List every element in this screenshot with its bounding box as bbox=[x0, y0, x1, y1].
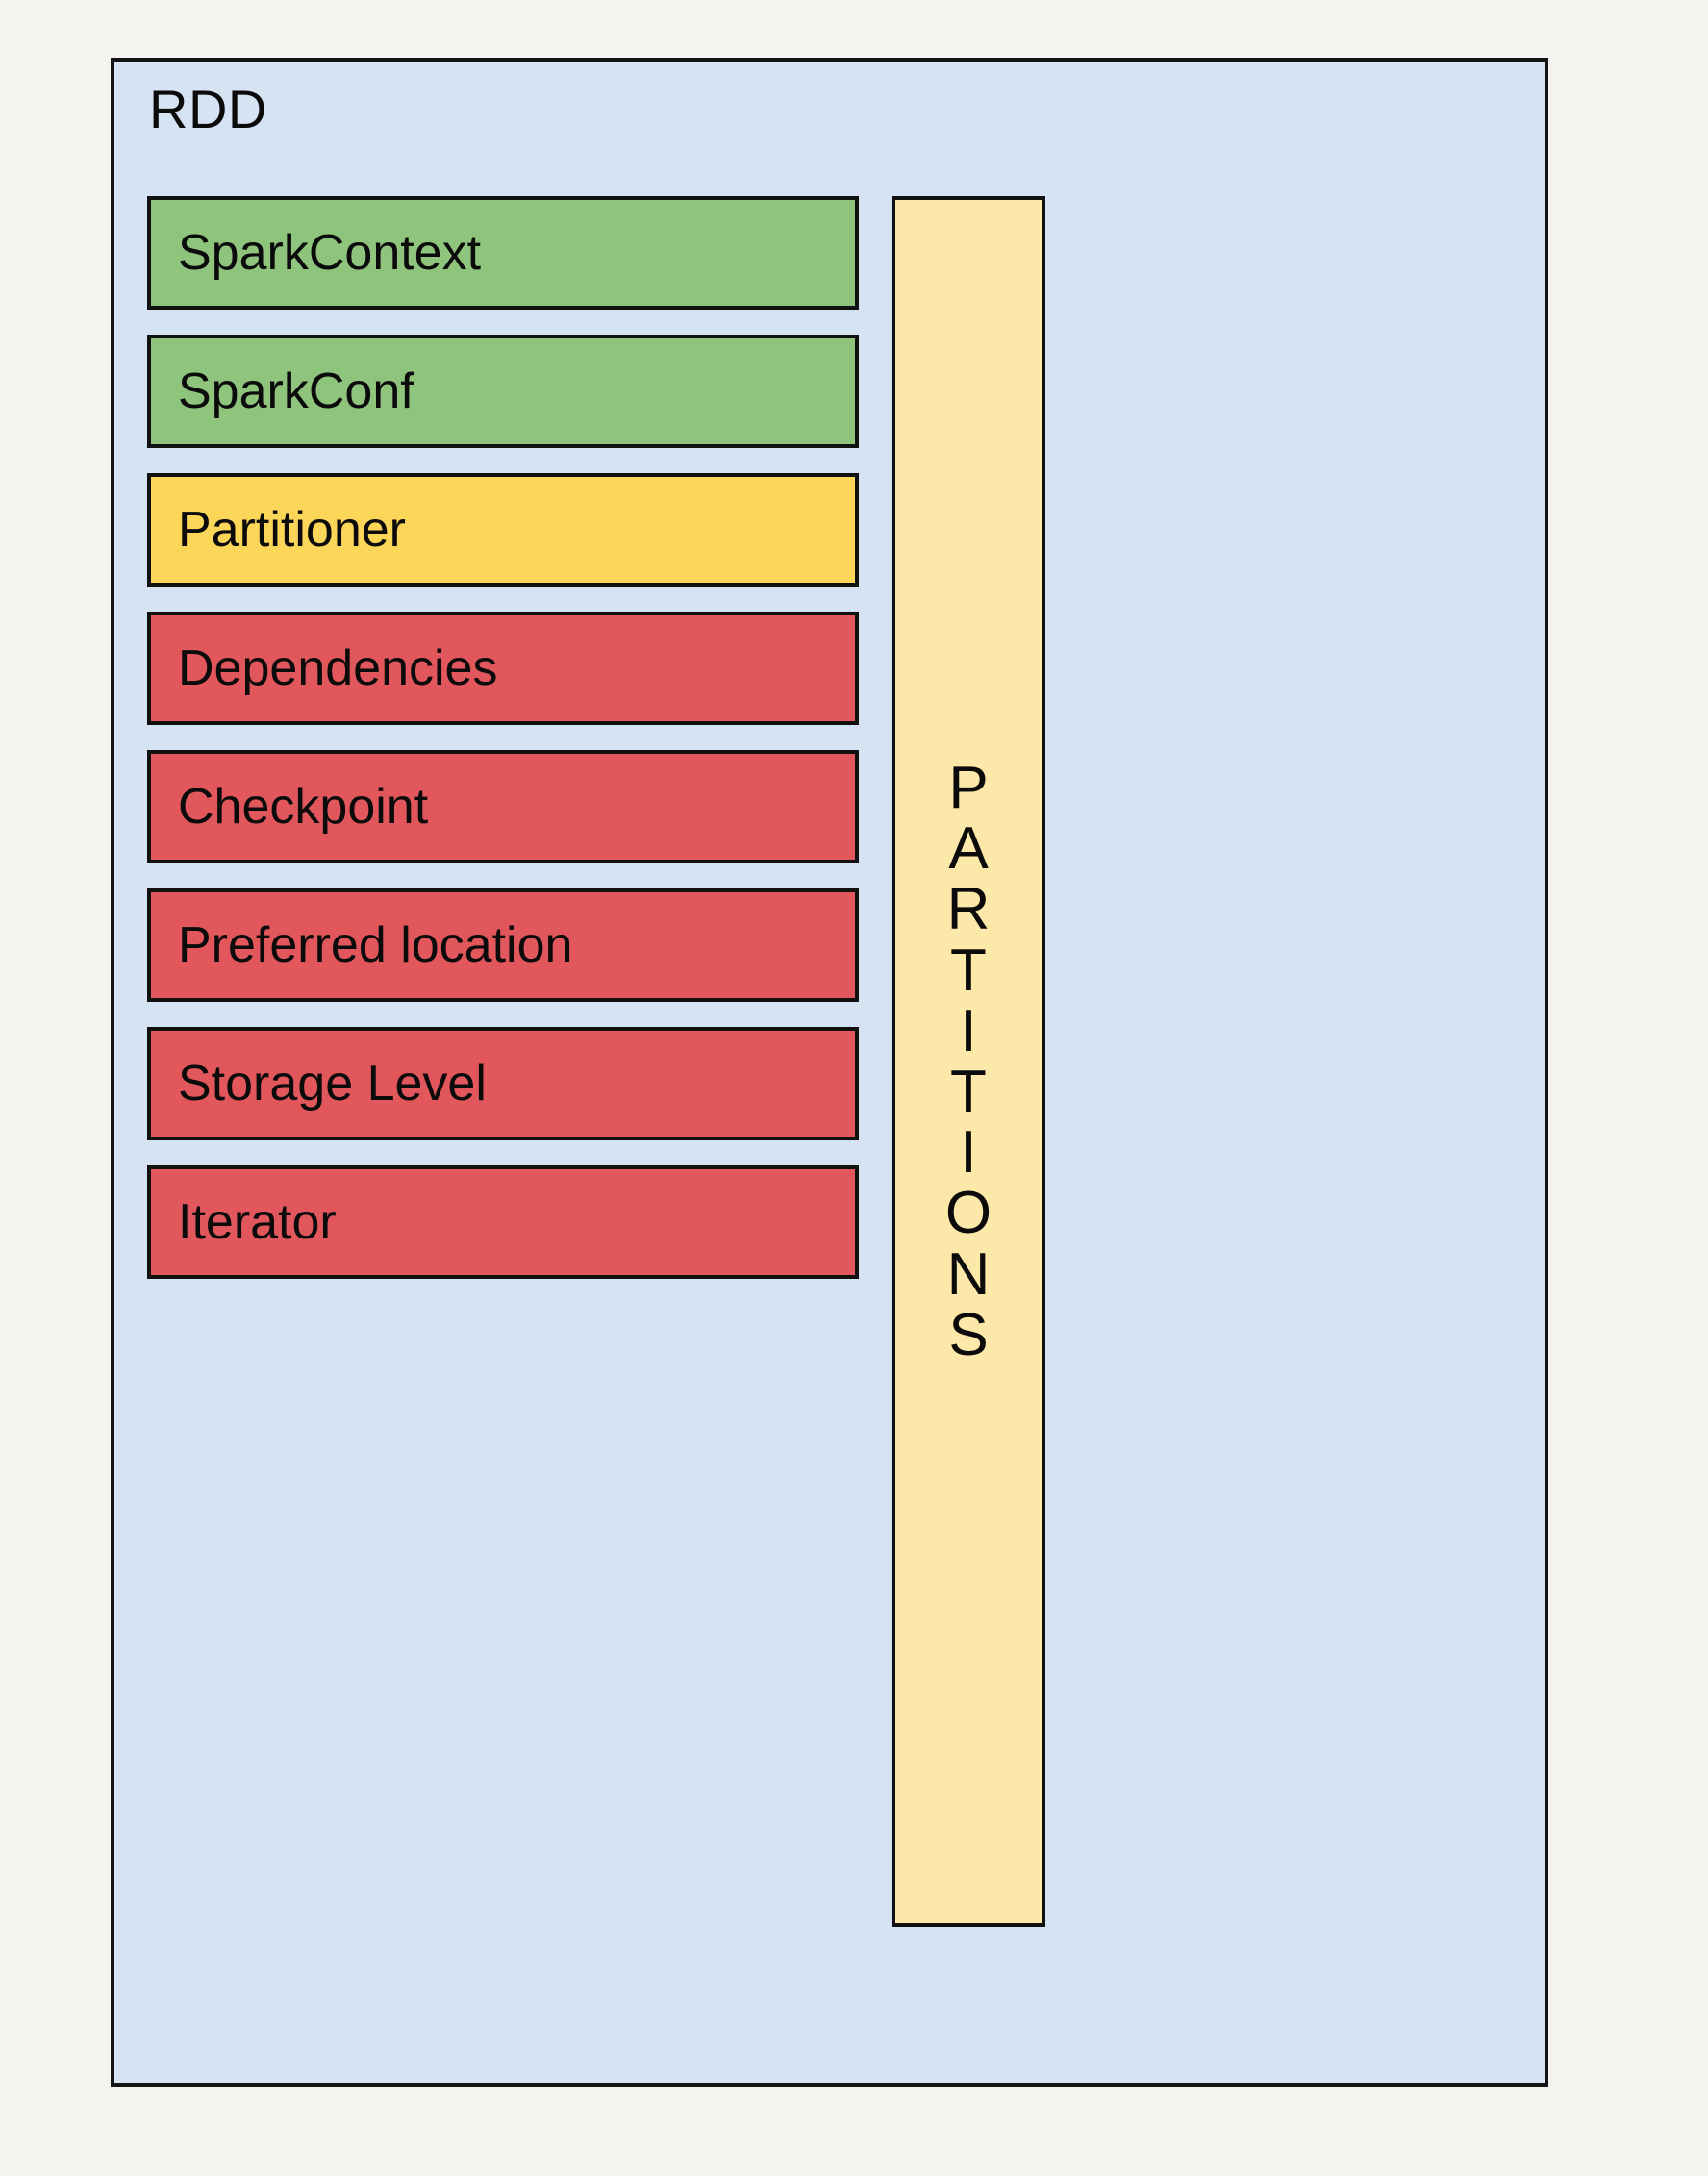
partitions-letter: R bbox=[946, 876, 991, 943]
attribute-label: Partitioner bbox=[178, 502, 406, 558]
rdd-attribute-iterator: Iterator bbox=[147, 1165, 859, 1279]
attribute-label: SparkConf bbox=[178, 363, 414, 419]
rdd-attribute-partitioner: Partitioner bbox=[147, 473, 859, 587]
attribute-label: Iterator bbox=[178, 1194, 337, 1250]
attribute-label: Checkpoint bbox=[178, 779, 429, 835]
partitions-vertical-label: P A R T I T I O N S bbox=[944, 754, 992, 1368]
partitions-letter: T bbox=[950, 1059, 987, 1125]
rdd-container: RDD SparkContext SparkConf Partitioner D… bbox=[111, 58, 1548, 2087]
partitions-letter: I bbox=[960, 1119, 977, 1187]
attribute-label: SparkContext bbox=[178, 225, 482, 281]
rdd-partitions-column: P A R T I T I O N S bbox=[892, 196, 1045, 1927]
partitions-letter: A bbox=[948, 815, 989, 883]
attribute-label: Storage Level bbox=[178, 1056, 487, 1112]
attribute-label: Preferred location bbox=[178, 917, 573, 973]
partitions-letter: O bbox=[944, 1180, 992, 1247]
rdd-attribute-dependencies: Dependencies bbox=[147, 612, 859, 725]
rdd-attribute-sparkconf: SparkConf bbox=[147, 335, 859, 448]
partitions-letter: P bbox=[948, 754, 989, 821]
partitions-letter: S bbox=[948, 1301, 989, 1368]
rdd-attribute-preferred-location: Preferred location bbox=[147, 888, 859, 1002]
rdd-attribute-sparkcontext: SparkContext bbox=[147, 196, 859, 310]
attribute-label: Dependencies bbox=[178, 640, 498, 696]
partitions-letter: I bbox=[960, 997, 977, 1064]
partitions-letter: N bbox=[946, 1240, 991, 1308]
rdd-attribute-checkpoint: Checkpoint bbox=[147, 750, 859, 863]
partitions-letter: T bbox=[950, 937, 987, 1004]
rdd-title: RDD bbox=[149, 79, 267, 139]
rdd-attribute-storage-level: Storage Level bbox=[147, 1027, 859, 1140]
rdd-attribute-list: SparkContext SparkConf Partitioner Depen… bbox=[147, 196, 859, 1279]
